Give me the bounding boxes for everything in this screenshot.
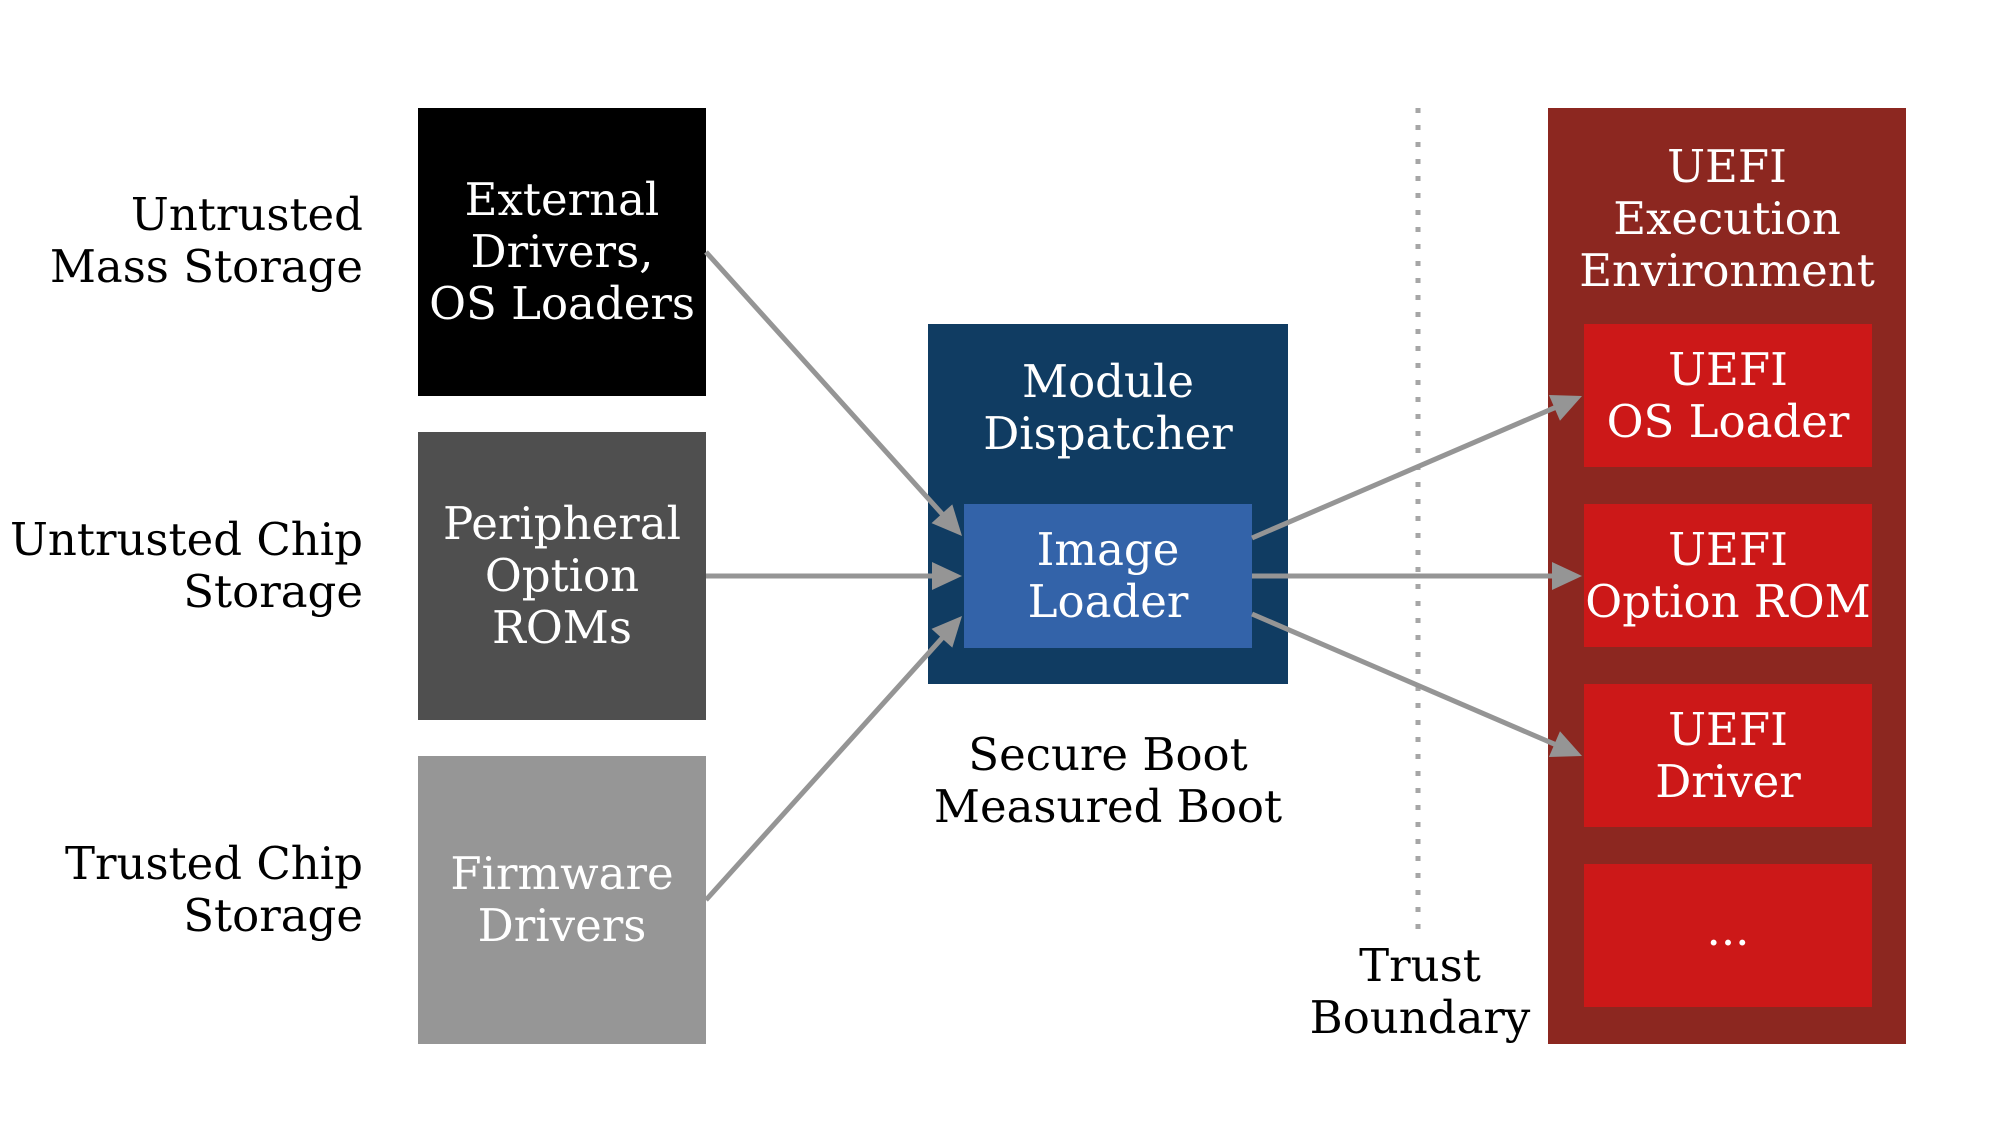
trust-boundary-label: Trust Boundary: [1309, 939, 1531, 1044]
label-untrusted-mass-storage: Untrusted Mass Storage: [49, 188, 363, 293]
firmware-drivers-box: Firmware Drivers: [418, 756, 706, 1044]
arrow-external-to-loader: [704, 250, 946, 517]
boot-modes-label: Secure Boot Measured Boot: [933, 728, 1283, 833]
module-dispatcher-title: Module Dispatcher: [983, 355, 1233, 460]
uefi-os-loader-box: UEFI OS Loader: [1584, 324, 1872, 467]
label-trusted-chip-storage: Trusted Chip Storage: [64, 837, 363, 942]
label-untrusted-chip-storage: Untrusted Chip Storage: [9, 513, 363, 618]
image-loader-box: Image Loader: [964, 504, 1252, 648]
uefi-more-items-box: ...: [1584, 864, 1872, 1007]
uefi-execution-environment-title: UEFI Execution Environment: [1579, 140, 1875, 297]
arrow-loader-to-driver: [1251, 611, 1558, 748]
peripheral-option-roms-box: Peripheral Option ROMs: [418, 432, 706, 720]
uefi-option-rom-box: UEFI Option ROM: [1584, 504, 1872, 647]
uefi-driver-box: UEFI Driver: [1584, 684, 1872, 827]
external-drivers-os-loaders-box: External Drivers, OS Loaders: [418, 108, 706, 396]
arrow-loader-to-os-loader: [1251, 404, 1558, 541]
